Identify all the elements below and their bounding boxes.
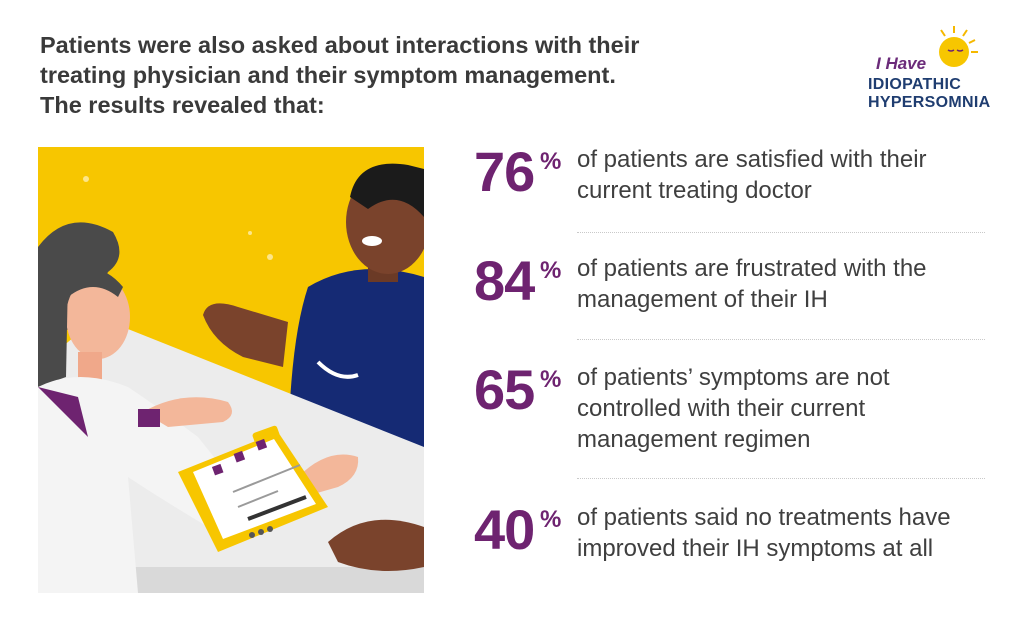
stat-description: of patients’ symptoms are not controlled… xyxy=(577,364,890,453)
divider xyxy=(577,478,985,479)
stat-percent: % xyxy=(540,366,562,393)
brand-logo: I Have IDIOPATHIC HYPERSOMNIA xyxy=(852,24,1002,124)
stat-percent: % xyxy=(540,148,562,175)
sun-moon-icon xyxy=(935,26,978,72)
logo-text-line-3: HYPERSOMNIA xyxy=(868,94,991,111)
stat-value: 40 xyxy=(474,498,535,561)
doctor-patient-illustration xyxy=(38,147,424,593)
stat-description: of patients are frustrated with the mana… xyxy=(577,255,927,313)
stat-value: 76 xyxy=(474,140,535,203)
stat-value: 65 xyxy=(474,358,535,421)
stat-value: 84 xyxy=(474,249,535,312)
stat-description: of patients said no treatments have impr… xyxy=(577,504,951,562)
stat-percent: % xyxy=(540,506,562,533)
divider xyxy=(577,339,985,340)
stat-description: of patients are satisfied with their cur… xyxy=(577,146,927,204)
stat-percent: % xyxy=(540,257,562,284)
logo-text-line-1: I Have xyxy=(876,54,927,73)
headline: Patients were also asked about interacti… xyxy=(40,30,760,120)
headline-line-3: The results revealed that: xyxy=(40,92,325,118)
headline-line-1: Patients were also asked about interacti… xyxy=(40,32,640,58)
logo-text-line-2: IDIOPATHIC xyxy=(868,76,962,93)
divider xyxy=(577,232,985,233)
headline-line-2: treating physician and their symptom man… xyxy=(40,62,616,88)
